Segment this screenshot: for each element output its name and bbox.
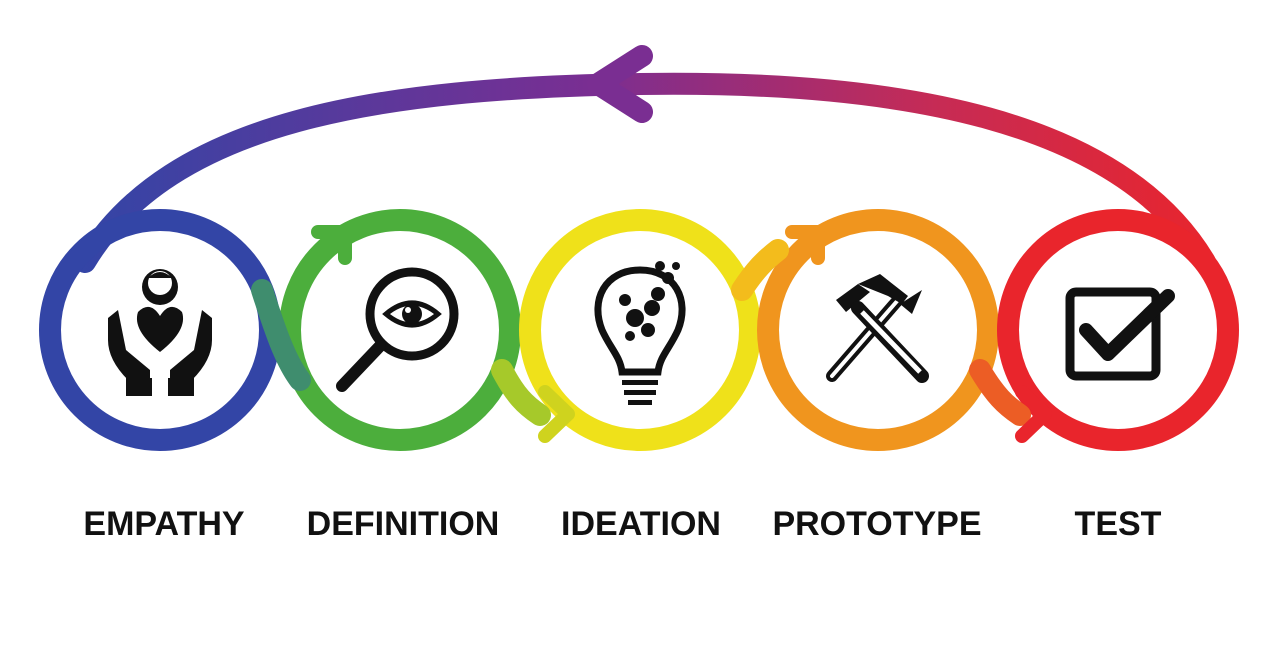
arrowhead-ideation-icon <box>538 385 575 443</box>
transition-green-yellow <box>491 359 551 426</box>
stage-label-prototype: PROTOTYPE <box>772 505 981 543</box>
transition-yellow-orange <box>731 239 789 301</box>
stage-label-empathy: EMPATHY <box>83 505 245 543</box>
prototype-ring <box>757 209 999 451</box>
arrowhead-definition-icon <box>311 225 352 265</box>
stage-label-test: TEST <box>1075 505 1162 543</box>
stage-label-definition: DEFINITION <box>307 505 500 543</box>
transition-orange-red <box>969 359 1031 426</box>
hands-holding-person-icon <box>108 269 212 396</box>
arrowhead-test-icon <box>1015 385 1052 443</box>
transition-blue-green <box>251 279 311 391</box>
magnifier-eye-icon <box>336 267 459 392</box>
definition-ring <box>279 209 521 451</box>
return-arrowhead-icon <box>587 45 653 123</box>
return-arc <box>74 72 1216 273</box>
stage-label-ideation: IDEATION <box>561 505 721 543</box>
lightbulb-ideas-icon <box>594 261 686 405</box>
test-ring <box>997 209 1239 451</box>
hammer-pencil-icon <box>826 274 929 383</box>
checkbox-icon <box>1065 287 1175 381</box>
arrowhead-prototype-icon <box>785 225 825 265</box>
ideation-ring <box>519 209 761 451</box>
